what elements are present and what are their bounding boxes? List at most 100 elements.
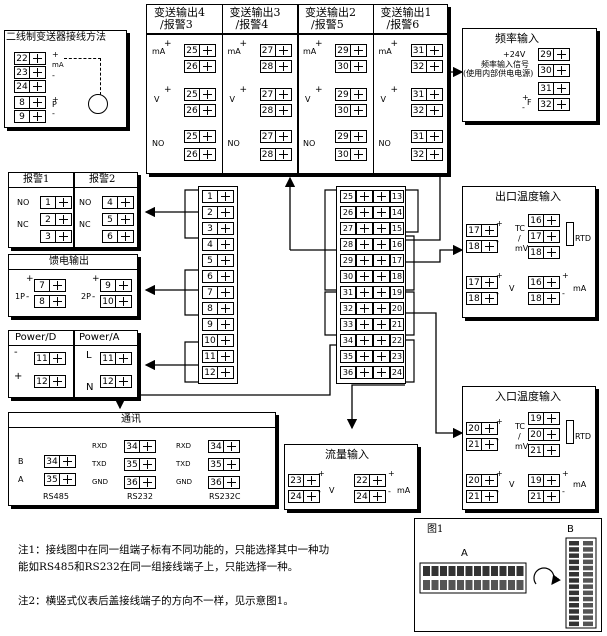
plus-sign: + [239, 39, 248, 49]
screw-icon [543, 214, 560, 227]
column-divider [221, 4, 223, 174]
screw-icon [115, 279, 132, 292]
terminal-top: 27 [259, 130, 292, 143]
plus-sign: + [496, 219, 503, 228]
unit-a-terminal [431, 566, 439, 576]
screw-icon [217, 366, 234, 379]
terminal-number: 17 [390, 254, 404, 267]
freq-title: 频率输入 [495, 32, 539, 45]
unit-a-terminal [491, 566, 498, 576]
terminal: 34 [44, 455, 76, 468]
terminal: 23 [288, 474, 320, 487]
terminal: 30 [538, 64, 570, 77]
p-label: P [52, 100, 57, 109]
terminal-top: 29 [335, 44, 367, 57]
screw-icon [117, 213, 134, 226]
unit-a-terminal [440, 566, 447, 576]
screw-icon [543, 230, 560, 243]
freq-f-label: F [527, 98, 532, 107]
signal-label: GND [92, 478, 109, 486]
terminal: 7 [34, 279, 66, 292]
terminal-number: 19 [390, 286, 404, 299]
screw-icon [369, 474, 386, 487]
terminal-bottom: 30 [335, 148, 367, 161]
terminal: 17 [466, 224, 498, 237]
terminal-number: 30 [340, 270, 356, 283]
screw-icon [356, 318, 373, 331]
flow-v: V [329, 486, 335, 495]
out-temp-ma: mA [573, 284, 587, 293]
terminal-bottom: 28 [259, 104, 292, 117]
screw-icon [373, 318, 390, 331]
terminal-number: 31 [410, 44, 427, 57]
screw-icon [217, 206, 234, 219]
in-temp-mv: mV [515, 442, 529, 451]
plus-sign: + [318, 469, 325, 478]
terminal: 16 [528, 276, 560, 289]
unit-b-terminal [583, 603, 593, 608]
terminal: 2 [40, 213, 72, 226]
terminal: 1 [202, 190, 234, 203]
no-label: NO [227, 139, 240, 148]
plus-sign: + [562, 271, 569, 280]
freq-24v: +24V [503, 50, 526, 59]
screw-icon [274, 88, 292, 101]
plus-sign: + [92, 274, 100, 284]
screw-icon [356, 302, 373, 315]
unit-a-terminal [457, 580, 464, 590]
terminal: 12 [100, 375, 132, 388]
terminal-number: 30 [538, 64, 554, 77]
terminal: 18 [528, 246, 560, 259]
screw-icon [29, 96, 46, 109]
unit-b-terminal [569, 541, 579, 546]
terminal: 23 [14, 66, 46, 79]
in-temp-tc: TC [515, 422, 526, 431]
output-title-1: 变送输出4 [154, 6, 205, 19]
alarm1-title: 报警1 [23, 174, 50, 185]
terminal-number: 20 [390, 302, 404, 315]
screw-icon [350, 130, 367, 143]
unit-b-terminal [569, 572, 579, 577]
screw-icon [373, 190, 390, 203]
terminal: 29 [538, 48, 570, 61]
in-temp-rtd: RTD [575, 432, 592, 441]
terminal-number: 13 [390, 190, 404, 203]
terminal-bottom: 30 [335, 104, 367, 117]
power-d-title: Power/D [15, 332, 57, 343]
unit-b-terminal [569, 609, 579, 614]
screw-icon [115, 352, 132, 365]
screw-icon [543, 246, 560, 259]
terminal-bottom: 28 [259, 60, 292, 73]
minus-sign: - [92, 292, 96, 302]
terminal: 17 [466, 276, 498, 289]
terminal: 11 [34, 352, 66, 365]
minus-sign: - [52, 71, 55, 80]
screw-icon [373, 302, 390, 315]
signal-label: RXD [176, 442, 192, 450]
note2: 注2：横竖式仪表后盖接线端子的方向不一样，见示意图1。 [18, 595, 294, 607]
two-wire-title: 二线制变送器接线方法 [6, 32, 106, 43]
screw-icon [199, 60, 216, 73]
screw-icon [543, 428, 560, 441]
unit-a-terminal [516, 580, 524, 590]
unit-b-terminal [583, 584, 593, 589]
terminal: 18 [528, 292, 560, 305]
unit-b-terminal [569, 584, 579, 589]
terminal: 19 [528, 412, 560, 425]
terminal: 34 [208, 440, 240, 453]
unit-a-terminal [474, 566, 481, 576]
terminal: 3 [202, 222, 234, 235]
screw-icon [223, 458, 240, 471]
screw-icon [199, 88, 216, 101]
screw-icon [55, 196, 72, 209]
screw-icon [29, 110, 46, 123]
screw-icon [543, 444, 560, 457]
no-label: NO [152, 139, 165, 148]
terminal-bottom: 32 [410, 148, 443, 161]
terminal-number: 16 [528, 276, 544, 289]
terminal: 17 [528, 230, 560, 243]
output-title-2: /报警6 [386, 18, 420, 31]
screw-icon [350, 44, 367, 57]
screw-icon [303, 474, 320, 487]
plus-sign: + [315, 39, 323, 49]
